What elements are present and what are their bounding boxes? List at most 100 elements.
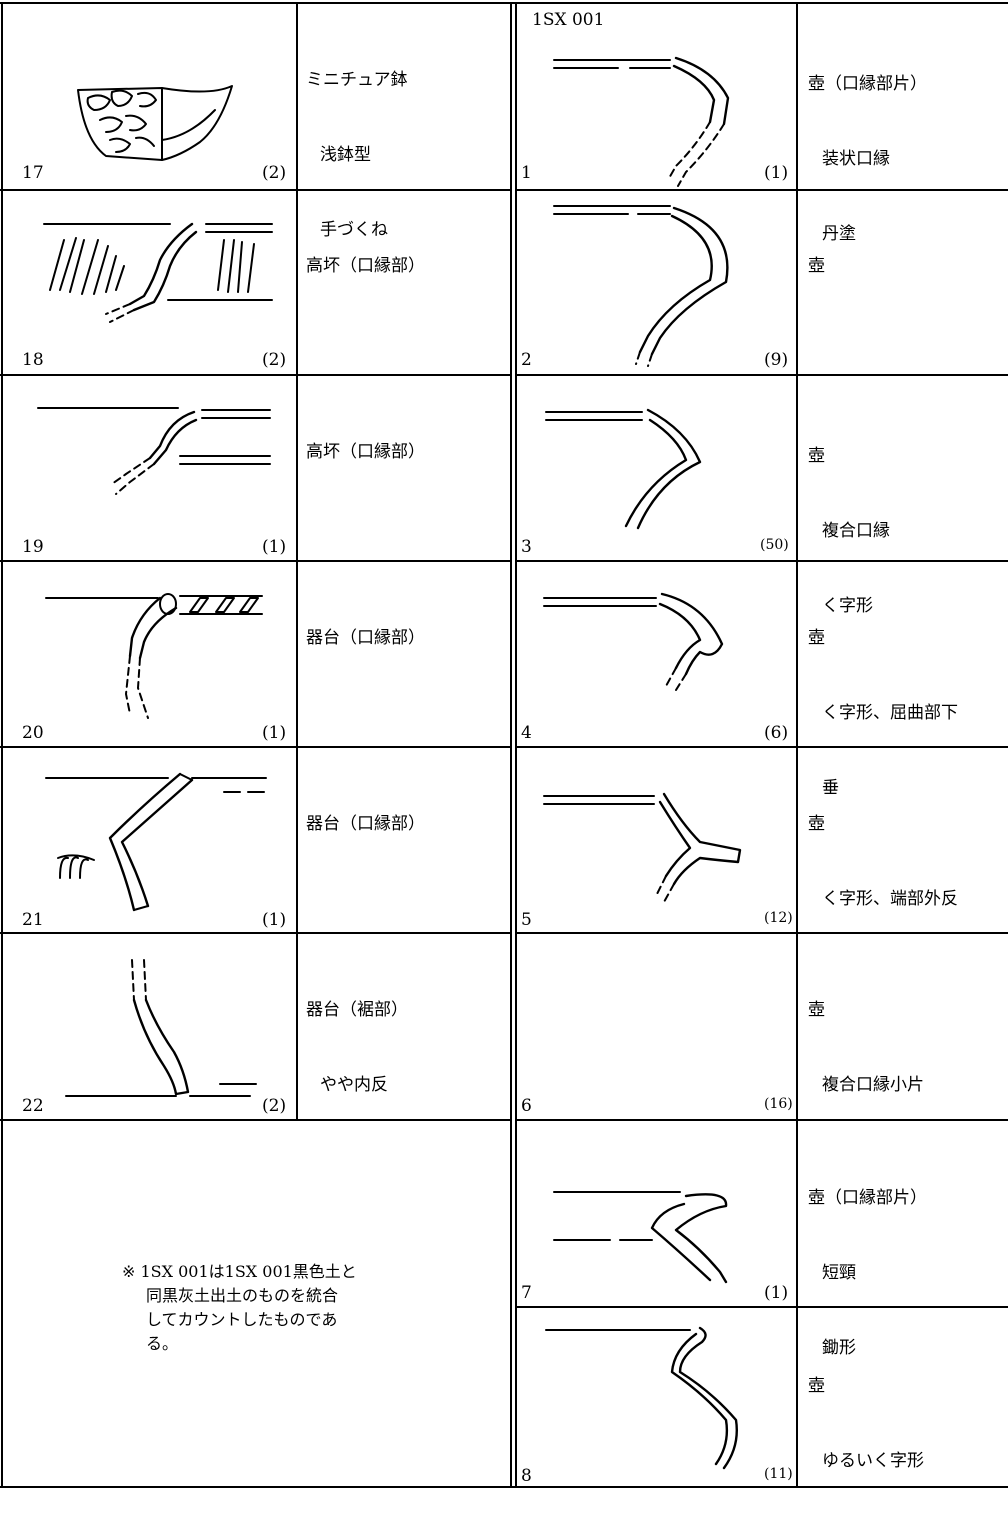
item-description: 壺（口縁部片） 装状口縁 丹塗	[808, 22, 927, 297]
desc-line: く字形	[822, 596, 873, 616]
left-row-line	[0, 560, 512, 562]
item-count: (50)	[760, 537, 789, 553]
bowl-sherd-drawing	[77, 85, 233, 161]
item-count: (11)	[764, 1466, 793, 1482]
desc-line: 浅鉢型	[320, 145, 371, 165]
desc-line: 高坏（口縁部）	[306, 256, 425, 276]
right-row-line	[515, 932, 1008, 934]
item-description: 壺 く字形、屈曲部下 垂	[808, 576, 958, 851]
item-number: 8	[521, 1466, 532, 1486]
jar-rim-drawing	[545, 408, 702, 530]
table-border-top	[0, 2, 1008, 4]
column-divider-double-b	[515, 2, 517, 1488]
desc-line: く字形、屈曲部下	[822, 703, 958, 723]
item-description: 壺	[808, 204, 830, 329]
item-number: 20	[22, 723, 44, 743]
desc-line: やや内反	[320, 1075, 388, 1095]
item-count: (1)	[764, 163, 789, 183]
item-description: ミニチュア鉢 浅鉢型 手づくね	[306, 18, 408, 293]
column-divider-double-a	[510, 2, 512, 1488]
footnote-line: ※ 1SX 001は1SX 001黒色土と	[122, 1262, 357, 1281]
table-border-bottom	[0, 1486, 1008, 1488]
desc-line: 壺（口縁部片）	[808, 74, 927, 94]
item-count: (12)	[764, 910, 793, 926]
vessel-stand-rim-drawing	[45, 593, 263, 719]
desc-line: 複合口縁小片	[822, 1075, 924, 1095]
desc-line: 器台（口縁部）	[306, 814, 425, 834]
item-count: (1)	[262, 723, 287, 743]
column-divider-right	[796, 2, 798, 1488]
footnote-line: してカウントしたものであ	[146, 1310, 338, 1329]
desc-line: 高坏（口縁部）	[306, 442, 425, 462]
desc-line: 壺	[808, 628, 825, 648]
item-number: 19	[22, 537, 44, 557]
footnote-line: 同黒灰土出土のものを統合	[146, 1286, 339, 1305]
desc-line: 手づくね	[320, 220, 388, 240]
table-border-left	[1, 2, 3, 1488]
right-row-line	[515, 1119, 1008, 1121]
item-description: 器台（口縁部）	[306, 576, 425, 701]
left-row-line	[0, 932, 512, 934]
item-number: 21	[22, 910, 44, 930]
right-row-line	[515, 1306, 1008, 1308]
item-number: 22	[22, 1096, 44, 1116]
item-description: 高坏（口縁部）	[306, 204, 425, 329]
desc-line: 壺	[808, 446, 825, 466]
desc-line: 壺	[808, 814, 825, 834]
item-description: 壺 く字形、端部外反	[808, 762, 958, 962]
desc-line: 鋤形	[822, 1338, 856, 1358]
jar-rim-drawing	[553, 1191, 728, 1284]
desc-line: 短頸	[822, 1263, 856, 1283]
item-number: 4	[521, 723, 532, 743]
desc-line: 複合口縁	[822, 521, 890, 541]
item-description: 器台（口縁部）	[306, 762, 425, 887]
item-count: (1)	[764, 1283, 789, 1303]
item-count: (6)	[764, 723, 789, 743]
item-count: (2)	[262, 163, 287, 183]
item-description: 器台（裾部） やや内反	[306, 948, 408, 1148]
item-count: (1)	[262, 910, 287, 930]
desc-line: 丹塗	[822, 224, 856, 244]
desc-line: 装状口縁	[822, 149, 890, 169]
desc-line: く字形、端部外反	[822, 889, 958, 909]
jar-rim-drawing	[545, 1326, 738, 1470]
artifact-catalog-table: 17 (2) ミニチュア鉢 浅鉢型 手づくね 18 (2) 高坏（口縁部） 19…	[0, 2, 1008, 1488]
item-count: (1)	[262, 537, 287, 557]
item-description: 壺（口縁部片） 短頸 鋤形	[808, 1136, 927, 1411]
desc-line: ゆるいく字形	[822, 1451, 924, 1471]
item-description: 壺 複合口縁 く字形	[808, 394, 890, 669]
item-number: 18	[22, 350, 44, 370]
desc-line: 垂	[822, 778, 839, 798]
item-description: 壺 複合口縁小片	[808, 948, 924, 1148]
desc-line: 壺	[808, 1376, 825, 1396]
left-row-line	[0, 1119, 512, 1121]
vessel-stand-rim-drawing	[45, 772, 267, 912]
item-description: 壺 ゆるいく字形	[808, 1324, 924, 1524]
desc-line: 壺	[808, 1000, 825, 1020]
left-row-line	[0, 374, 512, 376]
item-number: 1	[521, 163, 532, 183]
item-number: 5	[521, 910, 532, 930]
pedestal-rim-drawing	[43, 222, 273, 323]
item-count: (2)	[262, 350, 287, 370]
jar-rim-drawing	[543, 792, 742, 903]
left-row-line	[0, 746, 512, 748]
right-row-line	[515, 560, 1008, 562]
left-row-line	[0, 189, 512, 191]
footnote: ※ 1SX 001は1SX 001黒色土と 同黒灰土出土のものを統合 してカウン…	[122, 1260, 357, 1356]
desc-line: 器台（口縁部）	[306, 628, 425, 648]
jar-rim-drawing	[553, 205, 729, 367]
item-number: 3	[521, 537, 532, 557]
feature-header: 1SX 001	[532, 10, 605, 30]
item-description: 高坏（口縁部）	[306, 390, 425, 515]
desc-line: ミニチュア鉢	[306, 70, 408, 90]
right-row-line	[515, 374, 1008, 376]
item-number: 7	[521, 1283, 532, 1303]
right-row-line	[515, 189, 1008, 191]
item-number: 2	[521, 350, 532, 370]
pedestal-rim-drawing	[37, 407, 271, 495]
vessel-stand-base-drawing	[65, 959, 257, 1097]
item-number: 6	[521, 1096, 532, 1116]
desc-line: 壺（口縁部片）	[808, 1188, 927, 1208]
item-number: 17	[22, 163, 44, 183]
